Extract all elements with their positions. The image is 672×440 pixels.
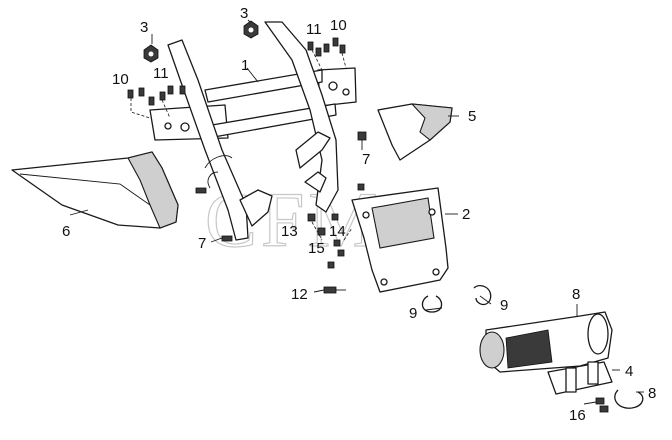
callout-9-left: 9 [409,305,417,322]
callout-13: 13 [281,223,298,240]
u-bolt-right [473,285,492,306]
callout-12: 12 [291,286,308,303]
nut-right [243,20,259,39]
callout-9-right: 9 [500,297,508,314]
callout-5: 5 [468,108,476,125]
callout-11-left: 11 [153,65,169,82]
callout-3-left: 3 [140,19,148,36]
bolt-12 [323,286,346,294]
callout-8-hook: 8 [648,385,656,402]
bolt-lower [195,187,233,242]
bolt-upper [357,131,367,150]
bolts-right-group [307,37,347,71]
hardware-cluster [307,183,365,269]
u-bolt-left [421,295,443,313]
right-side-panel [377,103,453,161]
bumper-frame [149,21,357,241]
callout-10-right: 10 [330,17,347,34]
callout-1: 1 [241,57,249,74]
callout-2: 2 [462,206,470,223]
nut-left [143,44,159,63]
winch-base [547,361,613,395]
hook [614,389,644,409]
mount-plate [351,187,449,293]
callout-7-upper: 7 [362,151,370,168]
callout-16: 16 [569,407,586,424]
callout-8-winch: 8 [572,286,580,303]
winch [479,311,613,373]
callout-3-right: 3 [240,5,248,22]
left-side-panel [11,151,179,229]
callout-4: 4 [625,363,633,380]
callout-6: 6 [62,223,70,240]
leader-lines [69,19,644,405]
callout-labels: 3 3 11 10 1 10 11 5 7 6 2 13 14 15 7 12 … [62,5,656,424]
callout-15: 15 [308,240,325,257]
bolts-16 [595,397,609,413]
callout-14: 14 [329,223,346,240]
callout-11-right: 11 [306,21,322,38]
bolts-left-group [127,85,186,119]
callout-7-lower: 7 [198,235,206,252]
callout-10-left: 10 [112,71,129,88]
